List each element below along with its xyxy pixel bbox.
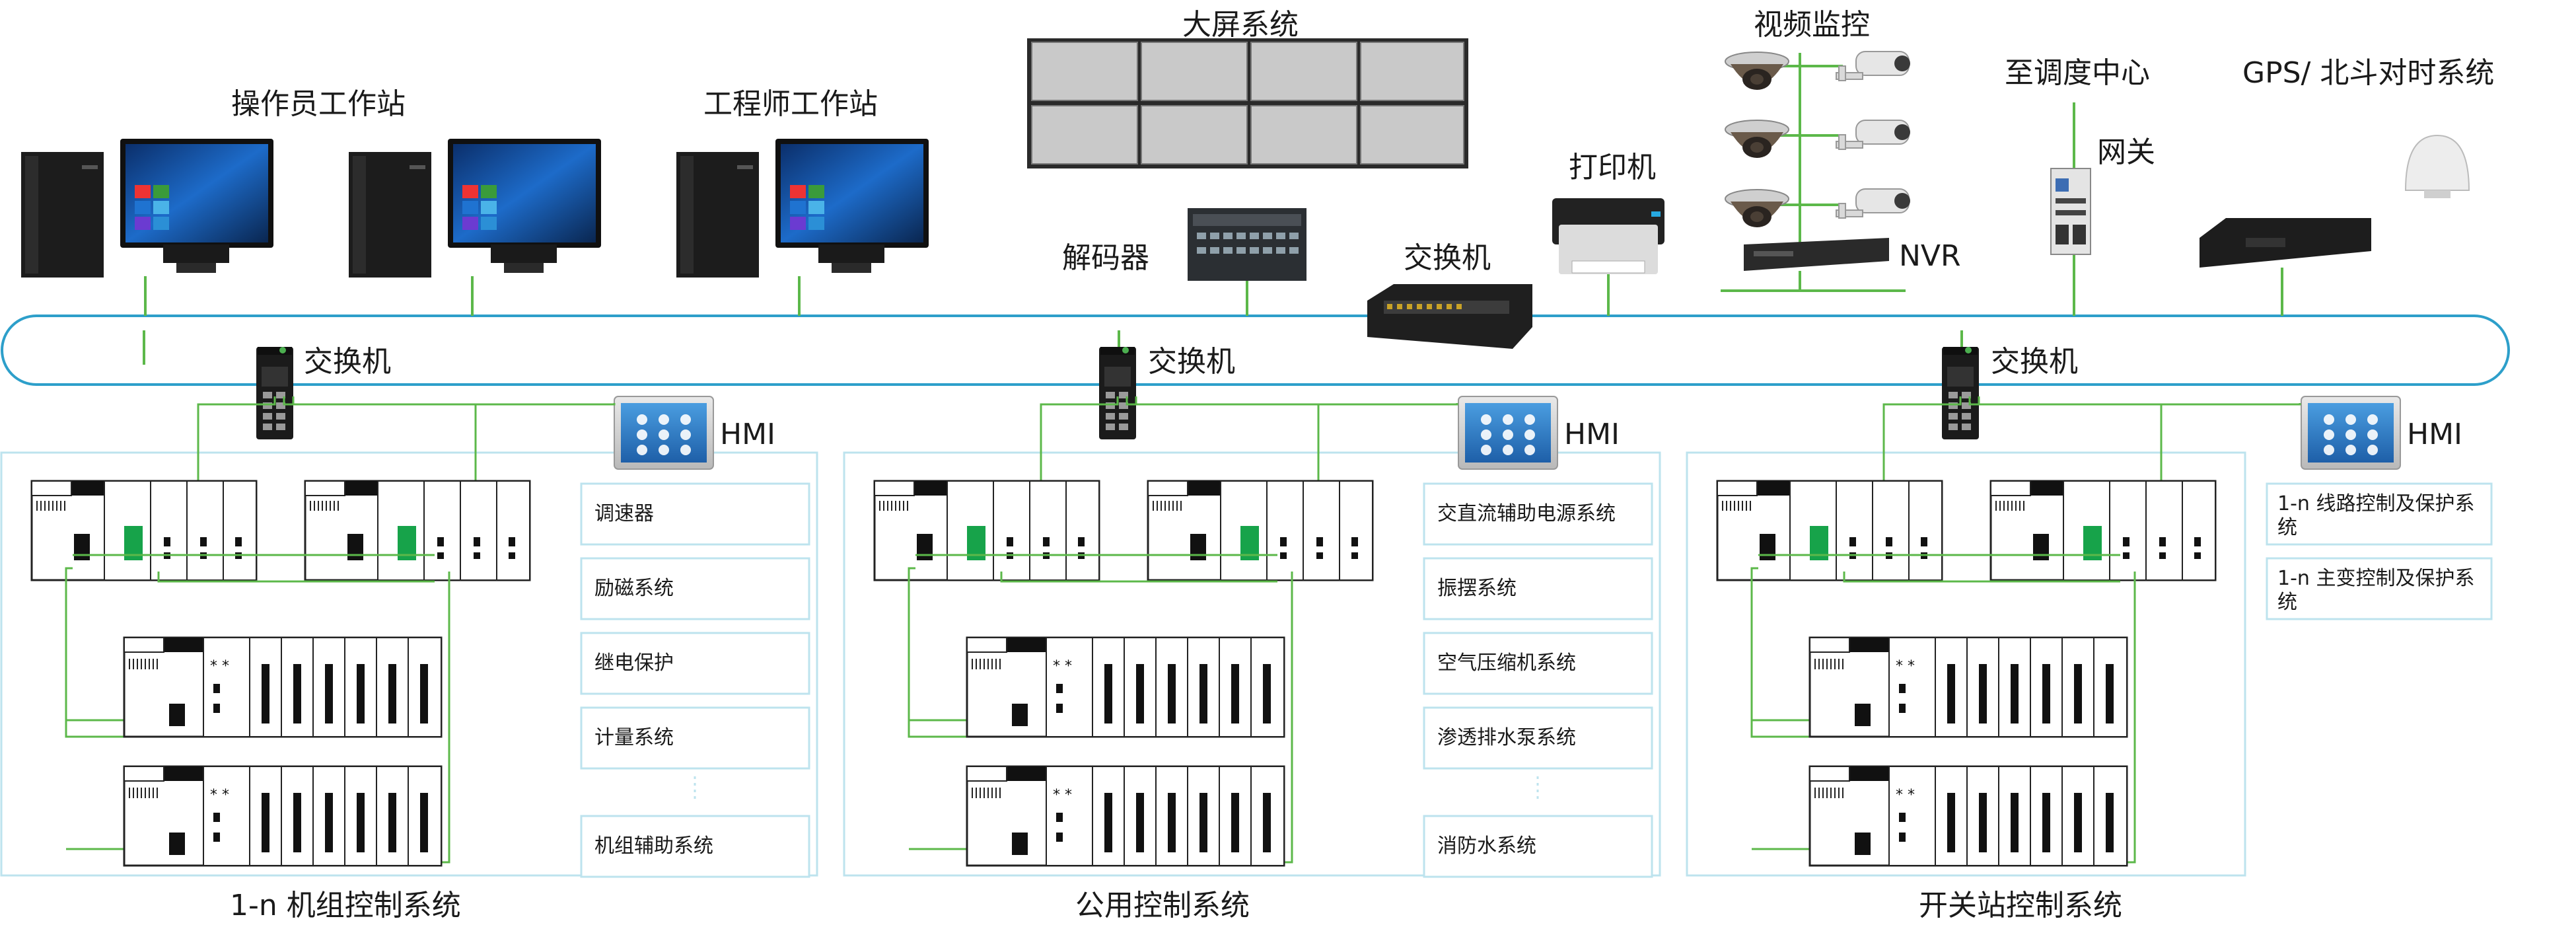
zone-title: 1-n 机组控制系统 — [230, 889, 461, 922]
plc-rack-icon — [1808, 765, 2128, 867]
video-wall-icon — [1027, 38, 1468, 168]
plc-rack-icon — [123, 765, 443, 867]
camera-links — [1721, 53, 1906, 292]
subsystem-item: 机组辅助系统 — [594, 834, 713, 858]
nvr-icon — [1744, 238, 1889, 271]
hmi-label: HMI — [1564, 418, 1620, 451]
subsystem-item: 1-n 主变控制及保护系 统 — [2277, 567, 2481, 614]
zone-panel — [843, 451, 1661, 877]
ring-network — [1, 315, 2510, 386]
subsystem-item: 振摆系统 — [1437, 577, 1517, 600]
plc-rack-icon — [1147, 480, 1374, 581]
zone-title: 开关站控制系统 — [1919, 889, 2122, 922]
desktop-computer-icon — [349, 139, 601, 278]
engineer-ws-label: 工程师工作站 — [703, 87, 878, 121]
zone-common-control: 交换机 HMI 交直流辅助电源系统 振摆系统 空气压缩机系统 — [843, 330, 1661, 922]
subsystem-item: 交直流辅助电源系统 — [1437, 502, 1616, 525]
plc-rack-icon — [1808, 636, 2128, 738]
zone-switch-label: 交换机 — [1991, 345, 2078, 379]
plc-rack-icon — [966, 636, 1285, 738]
zone-panel — [1686, 451, 2246, 877]
industrial-switch-icon — [1099, 347, 1136, 439]
zone-switch-label: 交换机 — [1148, 345, 1235, 379]
dome-camera-icon — [1725, 189, 1789, 228]
printer-icon — [1552, 198, 1664, 274]
core-switch-label: 交换机 — [1404, 241, 1491, 275]
gateway-icon — [2050, 168, 2091, 255]
nvr-label: NVR — [1899, 239, 1961, 273]
industrial-switch-icon — [1942, 347, 1979, 439]
subsystem-list: 交直流辅助电源系统 振摆系统 空气压缩机系统 渗透排水泵系统 消防水系统 — [1423, 482, 1653, 878]
subsystem-list: 1-n 线路控制及保护系 统 1-n 主变控制及保护系 统 — [2266, 482, 2493, 620]
zone-switch-label: 交换机 — [304, 345, 391, 379]
decoder-icon — [1188, 208, 1306, 281]
hmi-panel-icon — [2301, 396, 2401, 470]
hmi-label: HMI — [720, 418, 775, 451]
plc-rack-icon — [30, 480, 258, 581]
dome-camera-icon — [1725, 120, 1789, 159]
subsystem-item: 继电保护 — [594, 651, 674, 675]
hmi-panel-icon — [614, 396, 714, 470]
operator-workstation-2 — [349, 139, 601, 278]
dome-camera-icon — [1725, 52, 1789, 91]
gateway-label: 网关 — [2097, 135, 2155, 169]
plc-rack-icon — [123, 636, 443, 738]
hmi-panel-icon — [1458, 396, 1558, 470]
plc-rack-icon — [873, 480, 1100, 581]
gps-antenna-icon — [2404, 134, 2470, 198]
bullet-camera-icon — [1836, 120, 1911, 150]
subsystem-item: 励磁系统 — [594, 577, 674, 600]
zone-panel — [0, 451, 818, 877]
gps-label: GPS/ 北斗对时系统 — [2242, 56, 2494, 90]
subsystem-item: 调速器 — [594, 502, 654, 525]
engineer-workstation — [676, 139, 929, 278]
printer-label: 打印机 — [1569, 151, 1656, 184]
switch-icon — [1367, 284, 1532, 349]
hmi-label: HMI — [2407, 418, 2462, 451]
industrial-switch-icon — [256, 347, 293, 439]
ws-links — [144, 276, 801, 316]
plc-rack-icon — [1989, 480, 2217, 581]
subsystem-item: 计量系统 — [594, 726, 674, 749]
subsystem-item: 空气压缩机系统 — [1437, 651, 1576, 675]
dispatch-label: 至调度中心 — [2005, 56, 2150, 90]
zone-switchyard-control: 交换机 HMI 开关站控制系统 — [1686, 330, 2462, 922]
zone-title: 公用控制系统 — [1075, 889, 1250, 922]
plc-rack-icon — [1716, 480, 1943, 581]
zone-unit-control: 交换机 HMI 调速器 励磁系统 继电保护 计量系统 — [0, 330, 818, 922]
decoder-label: 解码器 — [1062, 241, 1149, 275]
subsystem-item: 渗透排水泵系统 — [1437, 726, 1576, 749]
plc-rack-icon — [966, 765, 1285, 867]
video-label: 视频监控 — [1754, 8, 1870, 42]
operator-ws-label: 操作员工作站 — [231, 87, 406, 121]
desktop-computer-icon — [676, 139, 929, 278]
subsystem-item: 消防水系统 — [1437, 834, 1536, 858]
bullet-camera-icon — [1836, 188, 1911, 219]
gps-receiver-icon — [2200, 218, 2371, 268]
operator-workstation-1 — [21, 139, 273, 278]
bullet-camera-icon — [1836, 51, 1911, 81]
subsystem-item: 1-n 线路控制及保护系 统 — [2277, 492, 2481, 539]
big-screen-label: 大屏系统 — [1182, 8, 1299, 42]
subsystem-list: 调速器 励磁系统 继电保护 计量系统 机组辅助系统 — [580, 482, 810, 878]
desktop-computer-icon — [21, 139, 273, 278]
plc-rack-icon — [304, 480, 531, 581]
